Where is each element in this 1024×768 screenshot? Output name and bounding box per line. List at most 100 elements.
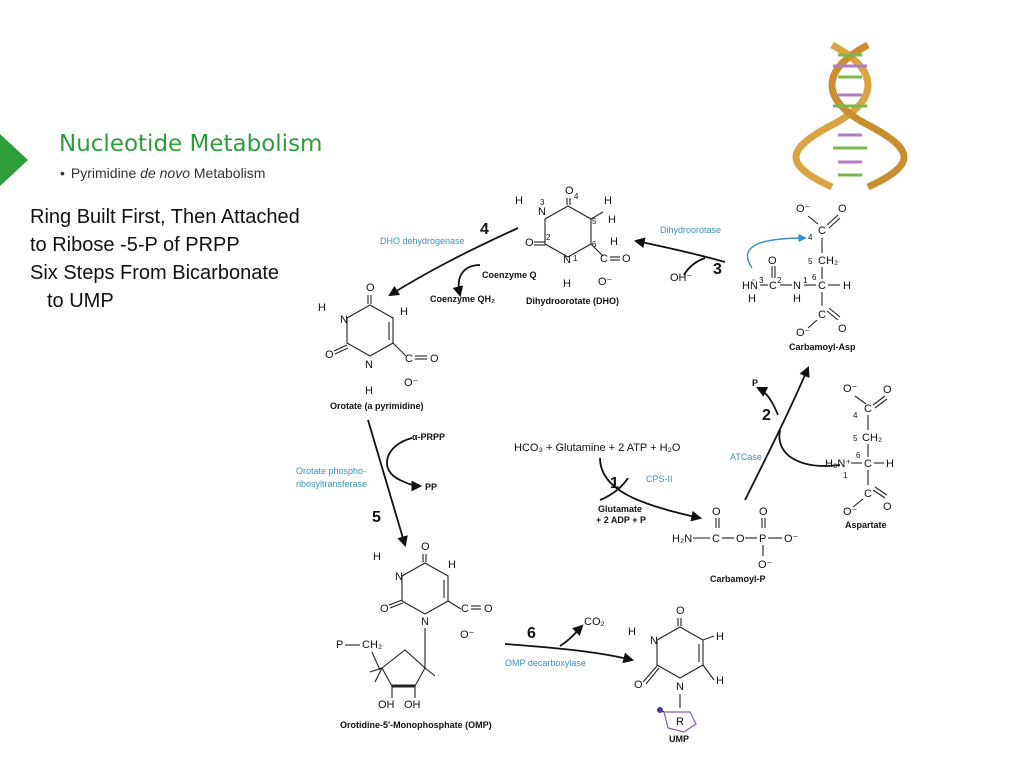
- step-4-cofactor-arrow: [452, 264, 481, 298]
- step-1-enzyme: CPS-II: [646, 474, 673, 484]
- reactants-label: HCO₃ + Glutamine + 2 ATP + H₂O: [514, 442, 681, 454]
- step-5-enzyme-line2: ribosyltransferase: [296, 479, 367, 489]
- svg-text:O: O: [883, 384, 892, 396]
- svg-text:O: O: [421, 541, 430, 553]
- svg-text:H₂N: H₂N: [672, 533, 692, 545]
- aspartate-structure: O⁻ C 4 O CH₂ 5 H₃N⁺ C 6 H 1 C O O⁻: [825, 383, 894, 518]
- svg-text:C: C: [405, 353, 413, 365]
- svg-text:O: O: [565, 185, 574, 197]
- aspartate-label: Aspartate: [845, 520, 887, 530]
- svg-text:H: H: [716, 631, 724, 643]
- step-3-arrow: [633, 237, 726, 263]
- step-2-byproduct: P: [752, 378, 758, 388]
- step-5-cofactor-arrow: [386, 437, 423, 492]
- svg-text:1: 1: [573, 254, 578, 263]
- svg-text:O⁻: O⁻: [796, 327, 811, 339]
- svg-text:C: C: [864, 403, 872, 415]
- svg-text:O: O: [380, 603, 389, 615]
- svg-text:CH₂: CH₂: [818, 255, 838, 267]
- svg-text:C: C: [600, 253, 608, 265]
- svg-text:H: H: [563, 278, 571, 290]
- step-2-number: 2: [762, 407, 771, 424]
- svg-text:1: 1: [843, 471, 848, 480]
- svg-text:H: H: [748, 293, 756, 305]
- svg-text:H: H: [716, 675, 724, 687]
- svg-text:6: 6: [856, 451, 861, 460]
- step-3-ring-closure-arrow: [746, 233, 807, 269]
- svg-text:P: P: [336, 639, 343, 651]
- svg-text:C: C: [818, 280, 826, 292]
- svg-text:5: 5: [808, 257, 813, 266]
- slide-body: Ring Built First, Then Attached to Ribos…: [30, 203, 300, 315]
- svg-text:N: N: [676, 681, 684, 693]
- svg-text:O⁻: O⁻: [598, 276, 613, 288]
- svg-text:3: 3: [540, 198, 545, 207]
- carbamoyl-phosphate-structure: H₂N C O O P O O⁻ O⁻: [672, 506, 799, 571]
- svg-text:O: O: [883, 501, 892, 513]
- svg-text:C: C: [864, 488, 872, 500]
- svg-text:C: C: [769, 280, 777, 292]
- svg-text:O: O: [712, 506, 721, 518]
- step-6-arrow: [504, 643, 635, 664]
- step-4-cofactor-out: Coenzyme QH₂: [430, 294, 495, 304]
- step-4-arrow: [388, 227, 519, 297]
- svg-text:C: C: [818, 225, 826, 237]
- step-6-byproduct: CO₂: [584, 616, 605, 628]
- omp-structure: O N H H O N C O O⁻ P CH₂ OH OH: [336, 541, 493, 711]
- svg-text:6: 6: [812, 273, 817, 282]
- svg-text:H: H: [400, 306, 408, 318]
- svg-text:H: H: [373, 551, 381, 563]
- svg-text:1: 1: [803, 276, 808, 285]
- step-5-arrow: [367, 419, 408, 548]
- carbamoyl-p-label: Carbamoyl-P: [710, 574, 766, 584]
- dna-helix-icon: [792, 41, 908, 191]
- svg-text:O: O: [759, 506, 768, 518]
- svg-text:O: O: [838, 203, 847, 215]
- svg-text:N: N: [650, 635, 658, 647]
- svg-text:5: 5: [592, 217, 597, 226]
- svg-text:CH₂: CH₂: [862, 432, 882, 444]
- svg-text:H: H: [365, 385, 373, 397]
- svg-text:H₃N⁺: H₃N⁺: [825, 458, 851, 470]
- ump-label: UMP: [669, 734, 689, 744]
- svg-text:5: 5: [853, 434, 858, 443]
- svg-text:H: H: [448, 559, 456, 571]
- svg-text:O: O: [768, 255, 777, 267]
- svg-text:6: 6: [592, 240, 597, 249]
- orotate-structure: O N H H O N H C O O⁻: [318, 282, 439, 397]
- svg-text:O⁻: O⁻: [758, 559, 773, 571]
- svg-text:P: P: [759, 533, 766, 545]
- body-line: Six Steps From Bicarbonate: [30, 262, 279, 284]
- svg-text:N: N: [793, 280, 801, 292]
- svg-text:OH: OH: [378, 699, 395, 711]
- step-3-byproduct-arrow: [683, 257, 706, 276]
- step-2-enzyme: ATCase: [730, 452, 762, 462]
- svg-text:HN̈: HN̈: [742, 279, 758, 292]
- svg-text:O: O: [484, 603, 493, 615]
- svg-text:4: 4: [853, 411, 858, 420]
- svg-text:O⁻: O⁻: [843, 506, 858, 518]
- step-3-byproduct: OH⁻: [670, 272, 693, 284]
- step-1-byproduct: Glutamate: [598, 504, 642, 514]
- step-4-cofactor-in: Coenzyme Q: [482, 270, 537, 280]
- svg-text:O⁻: O⁻: [404, 377, 419, 389]
- step-6-enzyme: OMP decarboxylase: [505, 658, 586, 668]
- step-1-number: 1: [610, 475, 619, 492]
- step-5-cofactor-in: α-PRPP: [412, 432, 445, 442]
- step-4-enzyme: DHO dehydrogenase: [380, 236, 465, 246]
- svg-text:O: O: [736, 533, 745, 545]
- svg-text:H: H: [318, 302, 326, 314]
- svg-text:H: H: [886, 458, 894, 470]
- step-5-enzyme-line1: Orotate phospho-: [296, 466, 366, 476]
- svg-text:N: N: [365, 359, 373, 371]
- svg-text:O: O: [366, 282, 375, 294]
- svg-text:H: H: [604, 195, 612, 207]
- svg-text:O: O: [634, 679, 643, 691]
- svg-text:O⁻: O⁻: [460, 629, 475, 641]
- svg-text:N: N: [395, 571, 403, 583]
- ump-structure: O N H H H O N R: [628, 605, 724, 733]
- body-line: to Ribose -5-P of PRPP: [30, 234, 240, 256]
- step-4-number: 4: [480, 221, 489, 238]
- svg-text:2: 2: [546, 233, 551, 242]
- svg-text:CH₂: CH₂: [362, 639, 382, 651]
